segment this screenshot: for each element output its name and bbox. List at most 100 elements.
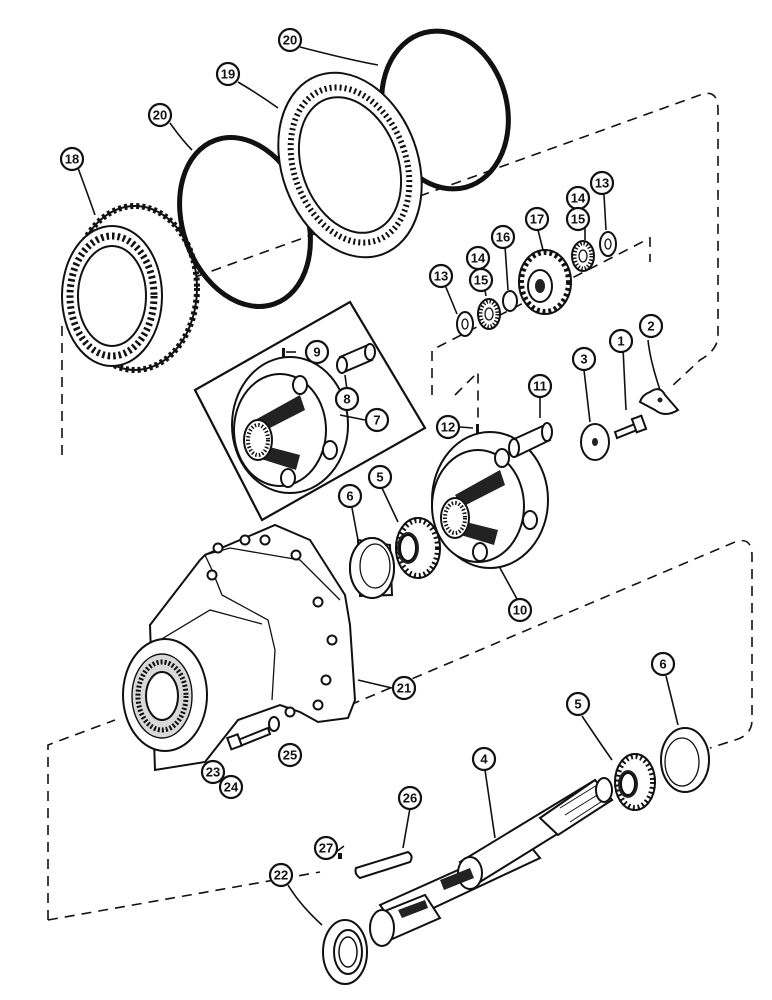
carrier-inset-box bbox=[193, 300, 427, 522]
bearing-cup-upper bbox=[349, 537, 395, 599]
ring-gear-part bbox=[61, 203, 200, 373]
callout-1: 1 bbox=[608, 328, 634, 354]
callout-22-label: 22 bbox=[274, 868, 288, 883]
needle-bearing-left bbox=[477, 298, 501, 330]
callout-15-left: 15 bbox=[468, 267, 494, 293]
callout-14-left: 14 bbox=[465, 245, 491, 271]
callout-15-right: 15 bbox=[565, 206, 591, 232]
callout-10-label: 10 bbox=[513, 603, 527, 618]
callout-13-right: 13 bbox=[589, 170, 615, 196]
callout-7: 7 bbox=[364, 407, 390, 433]
assembly-guide-lower bbox=[47, 539, 753, 920]
planet-gear-part bbox=[518, 249, 572, 315]
thrust-washer-left bbox=[456, 311, 474, 337]
key-pin-part bbox=[338, 853, 342, 859]
callout-21: 21 bbox=[391, 675, 417, 701]
lock-plate-part bbox=[638, 388, 680, 415]
callout-2: 2 bbox=[638, 313, 664, 339]
callout-8-label: 8 bbox=[343, 392, 350, 407]
callout-18: 18 bbox=[59, 146, 85, 172]
callout-25-label: 25 bbox=[283, 748, 297, 763]
callout-12-label: 12 bbox=[441, 420, 455, 435]
callout-4-label: 4 bbox=[480, 752, 488, 767]
callout-26: 26 bbox=[397, 785, 423, 811]
housing-bolt-part bbox=[225, 726, 272, 751]
bearing-cup-lower bbox=[660, 727, 710, 793]
callout-9: 9 bbox=[304, 339, 330, 365]
shaft-end-part bbox=[369, 893, 442, 947]
callout-6-upper-label: 6 bbox=[346, 489, 353, 504]
callout-5-upper-label: 5 bbox=[376, 470, 383, 485]
callout-18-label: 18 bbox=[65, 152, 79, 167]
callout-15-left-label: 15 bbox=[474, 273, 488, 288]
lock-washer-part bbox=[268, 716, 280, 732]
needle-bearing-right bbox=[571, 240, 595, 272]
callout-8: 8 bbox=[334, 386, 360, 412]
callout-14-left-label: 14 bbox=[471, 251, 486, 266]
assembly-guide-pin bbox=[454, 370, 479, 440]
spacer-washer bbox=[502, 290, 518, 312]
callout-23: 23 bbox=[200, 759, 226, 785]
carrier-pin-inset bbox=[336, 343, 376, 374]
oil-seal-part bbox=[322, 919, 368, 985]
callout-23-label: 23 bbox=[206, 765, 220, 780]
assembly-guide-upper bbox=[61, 92, 719, 455]
callout-13-left: 13 bbox=[428, 263, 454, 289]
callout-16-label: 16 bbox=[496, 230, 510, 245]
callout-3: 3 bbox=[571, 346, 597, 372]
callout-21-label: 21 bbox=[397, 681, 411, 696]
retainer-washer-part bbox=[580, 423, 610, 461]
shaft-key-part bbox=[354, 850, 413, 880]
callout-20-left: 20 bbox=[147, 102, 173, 128]
callout-14-right: 14 bbox=[565, 185, 591, 211]
callout-13-left-label: 13 bbox=[434, 269, 448, 284]
callout-9-label: 9 bbox=[313, 345, 320, 360]
roll-pin-inset bbox=[282, 348, 285, 358]
callout-25: 25 bbox=[277, 742, 303, 768]
callout-6-lower-label: 6 bbox=[659, 657, 666, 672]
callout-2-label: 2 bbox=[647, 319, 654, 334]
assembly-guide-gears bbox=[431, 236, 651, 395]
callout-26-label: 26 bbox=[403, 791, 417, 806]
bearing-cone-upper bbox=[395, 517, 441, 579]
callout-27-label: 27 bbox=[319, 841, 333, 856]
callout-19: 19 bbox=[215, 61, 241, 87]
callout-12: 12 bbox=[435, 414, 461, 440]
callout-7-label: 7 bbox=[373, 413, 380, 428]
callout-13-right-label: 13 bbox=[595, 176, 609, 191]
axle-housing-part bbox=[122, 523, 357, 772]
callout-15-right-label: 15 bbox=[571, 212, 585, 227]
callout-10: 10 bbox=[507, 597, 533, 623]
callout-11: 11 bbox=[527, 373, 553, 399]
callout-14-right-label: 14 bbox=[571, 191, 586, 206]
callout-5-upper: 5 bbox=[367, 464, 393, 490]
cap-bolt-part bbox=[613, 414, 648, 440]
callout-20-top-label: 20 bbox=[283, 33, 297, 48]
callout-5-lower: 5 bbox=[565, 691, 591, 717]
callout-4: 4 bbox=[471, 746, 497, 772]
callout-19-label: 19 bbox=[221, 67, 235, 82]
callout-20-top: 20 bbox=[277, 27, 303, 53]
callout-3-label: 3 bbox=[580, 352, 587, 367]
callout-24: 24 bbox=[218, 774, 244, 800]
roll-pin-part bbox=[476, 424, 479, 434]
callout-22: 22 bbox=[268, 862, 294, 888]
callout-6-lower: 6 bbox=[650, 651, 676, 677]
callout-16: 16 bbox=[490, 224, 516, 250]
planet-carrier-part bbox=[431, 431, 549, 569]
callout-1-label: 1 bbox=[617, 334, 624, 349]
callout-6-upper: 6 bbox=[337, 483, 363, 509]
planet-carrier-inset bbox=[231, 356, 349, 494]
callout-24-label: 24 bbox=[224, 780, 239, 795]
callout-17-label: 17 bbox=[530, 212, 544, 227]
callout-27: 27 bbox=[313, 835, 339, 861]
callout-17: 17 bbox=[524, 206, 550, 232]
callout-5-lower-label: 5 bbox=[574, 697, 581, 712]
callout-11-label: 11 bbox=[533, 379, 547, 394]
thrust-washer-right bbox=[599, 231, 617, 257]
bearing-cone-lower bbox=[614, 753, 656, 811]
planet-pin-part bbox=[508, 422, 553, 458]
friction-disc-part bbox=[277, 71, 423, 259]
